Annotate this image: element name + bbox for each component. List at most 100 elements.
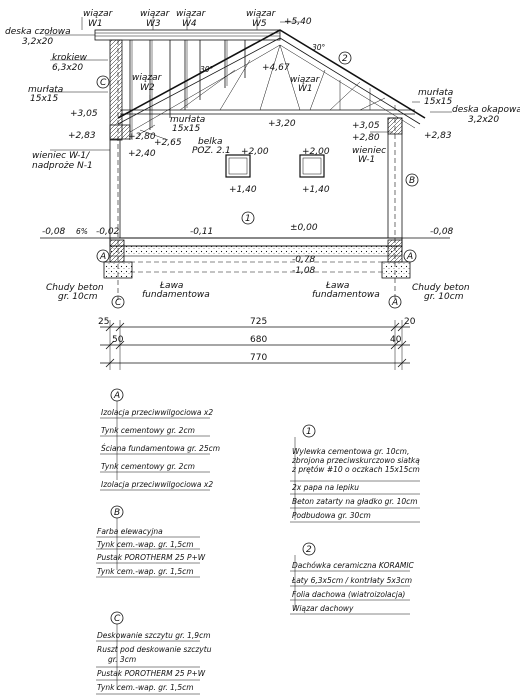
label-angle-30a: 30° xyxy=(200,65,214,74)
legend-1-item-5: Podbudowa gr. 30cm xyxy=(292,511,371,520)
legend-c-item-1: Ruszt pod deskowanie szczytu xyxy=(97,645,212,654)
label-deska-okapowa-dim: 3,2x20 xyxy=(468,115,499,125)
legend-1-id: 1 xyxy=(306,427,312,437)
legend-2-item-2: Folia dachowa (wiatroizolacja) xyxy=(292,590,405,599)
label-lawa-right: Ława xyxy=(325,281,349,291)
label-deska-czolowa: deska czołowa xyxy=(5,27,71,37)
label-elev-240: +2,40 xyxy=(128,149,156,159)
label-elev-078: -0,78 xyxy=(292,255,316,265)
label-chudy-left-gr: gr. 10cm xyxy=(58,292,98,302)
dim-770: 770 xyxy=(250,353,267,363)
window-left xyxy=(225,154,251,178)
legend-c-item-3: Pustak POROTHERM 25 P+W xyxy=(97,669,206,678)
label-deska-okapowa: deska okapowa xyxy=(452,105,520,115)
label-w5: W5 xyxy=(252,19,267,29)
top-labels: deska czołowa 3,2x20 wiązar W1 wiązar W3… xyxy=(5,9,326,94)
label-chudy-right-gr: gr. 10cm xyxy=(424,292,464,302)
legend-a: A Izolacja przeciwwilgociowa x2 Tynk cem… xyxy=(100,388,220,491)
left-wieniec xyxy=(109,124,131,140)
label-murlata-left: murłata xyxy=(28,85,63,95)
label-wiazar-w3: wiązar xyxy=(140,9,171,19)
legend-c-item-2: gr. 3cm xyxy=(108,655,136,664)
legend-b-id: B xyxy=(114,508,120,518)
label-w2: W2 xyxy=(140,83,155,93)
label-murlata-center-dim: 15x15 xyxy=(172,124,201,134)
label-elev-008-left: -0,08 xyxy=(42,227,66,237)
label-wieniec-left: wieniec W-1/ xyxy=(32,151,90,161)
label-belka: belka xyxy=(198,137,222,147)
legend-2-item-0: Dachówka ceramiczna KORAMIC xyxy=(292,561,415,570)
legend-1: 1 Wylewka cementowa gr. 10cm, zbrojona p… xyxy=(290,424,420,523)
label-elev-280-left: +2,80 xyxy=(128,132,156,142)
label-elev-140-b: +1,40 xyxy=(302,185,330,195)
right-footing xyxy=(381,261,411,279)
label-wiazar-w4: wiązar xyxy=(176,9,207,19)
building-structure xyxy=(40,29,450,300)
label-wiazar-w1-b: wiązar xyxy=(290,75,321,85)
legend-b-item-2: Pustak POROTHERM 25 P+W xyxy=(97,553,206,562)
label-slope: 6% xyxy=(76,227,88,236)
label-elev-200-b: +2,00 xyxy=(302,147,330,157)
label-elev-280-right: +2,80 xyxy=(352,133,380,143)
label-murlata-left-dim: 15x15 xyxy=(30,94,59,104)
label-elev-140-a: +1,40 xyxy=(229,185,257,195)
bubble-a-bottom: A xyxy=(391,298,398,308)
legend-c-item-4: Tynk cem.-wap. gr. 1,5cm xyxy=(97,683,194,692)
legend-c: C Deskowanie szczytu gr. 1,9cm Ruszt pod… xyxy=(96,611,212,695)
label-wieniec-right: wieniec xyxy=(352,146,386,156)
legend-1-item-4: Beton zatarty na gładko gr. 10cm xyxy=(292,497,418,506)
dim-40: 40 xyxy=(390,335,402,345)
label-lawa-left: Ława xyxy=(159,281,183,291)
bubble-a-left: A xyxy=(99,252,106,262)
left-labels: murłata 15x15 +3,05 +2,83 +2,80 +2,65 mu… xyxy=(28,85,231,171)
label-wieniec-right-2: W-1 xyxy=(358,155,375,165)
left-wall xyxy=(109,139,121,241)
label-wiazar-w2: wiązar xyxy=(132,73,163,83)
label-murlata-right-dim: 15x15 xyxy=(424,97,453,107)
left-foundation-wall xyxy=(109,239,125,263)
label-elev-000: ±0,00 xyxy=(290,223,318,233)
legend-2-id: 2 xyxy=(306,545,312,555)
dim-680: 680 xyxy=(250,335,267,345)
label-elev-283-left: +2,83 xyxy=(68,131,96,141)
label-elev-008-right: -0,08 xyxy=(430,227,454,237)
dim-25: 25 xyxy=(98,317,109,327)
right-labels: murłata 15x15 deska okapowa 3,2x20 +3,05… xyxy=(352,88,520,165)
legend-a-item-4: Izolacja przeciwwilgociowa x2 xyxy=(101,480,213,489)
dim-20: 20 xyxy=(404,317,416,327)
bubble-1: 1 xyxy=(245,214,251,224)
legend-a-id: A xyxy=(113,391,120,401)
label-murlata-right: murłata xyxy=(418,88,453,98)
label-elev-467: +4,67 xyxy=(262,63,290,73)
dim-725: 725 xyxy=(250,317,267,327)
label-elev-265: +2,65 xyxy=(154,138,182,148)
legend-c-item-0: Deskowanie szczytu gr. 1,9cm xyxy=(97,631,211,640)
reference-bubbles: C 2 B 1 A A C A xyxy=(96,51,419,309)
label-elev-283-right: +2,83 xyxy=(424,131,452,141)
label-krokiew: krokiew xyxy=(52,53,88,63)
label-lawa-left-2: fundamentowa xyxy=(142,290,210,300)
label-w1: W1 xyxy=(88,19,103,29)
legend-b: B Farba elewacyjna Tynk cem.-wap. gr. 1,… xyxy=(96,505,206,578)
label-murlata-center: murłata xyxy=(170,115,205,125)
bubble-2: 2 xyxy=(342,54,348,64)
label-elev-540: +5,40 xyxy=(284,17,312,27)
legend-1-item-2: z prętów #10 o oczkach 15x15cm xyxy=(291,465,420,474)
dimension-lines: 25 725 20 50 680 40 770 xyxy=(98,317,416,370)
legend-a-item-2: Ściana fundamentowa gr. 25cm xyxy=(101,444,220,453)
window-right xyxy=(299,154,325,178)
label-w3: W3 xyxy=(146,19,161,29)
label-elev-108: -1,08 xyxy=(292,266,316,276)
bubble-b: B xyxy=(409,176,415,186)
ground-labels: -0,08 6% -0,02 -0,11 ±0,00 -0,08 -0,78 -… xyxy=(42,223,470,302)
label-lawa-right-2: fundamentowa xyxy=(312,290,380,300)
gable-top-band xyxy=(94,29,281,41)
label-belka-poz: POZ. 2.1 xyxy=(192,146,231,156)
legend-c-id: C xyxy=(114,614,121,624)
floor-slab xyxy=(109,237,403,247)
bubble-c-bottom: C xyxy=(115,298,122,308)
label-wiazar-w5: wiązar xyxy=(246,9,277,19)
legend-b-item-3: Tynk cem.-wap. gr. 1,5cm xyxy=(97,567,194,576)
legend-a-item-0: Izolacja przeciwwilgociowa x2 xyxy=(101,408,213,417)
legend-2-item-1: Łaty 6,3x5cm / kontrłaty 5x3cm xyxy=(291,576,412,585)
